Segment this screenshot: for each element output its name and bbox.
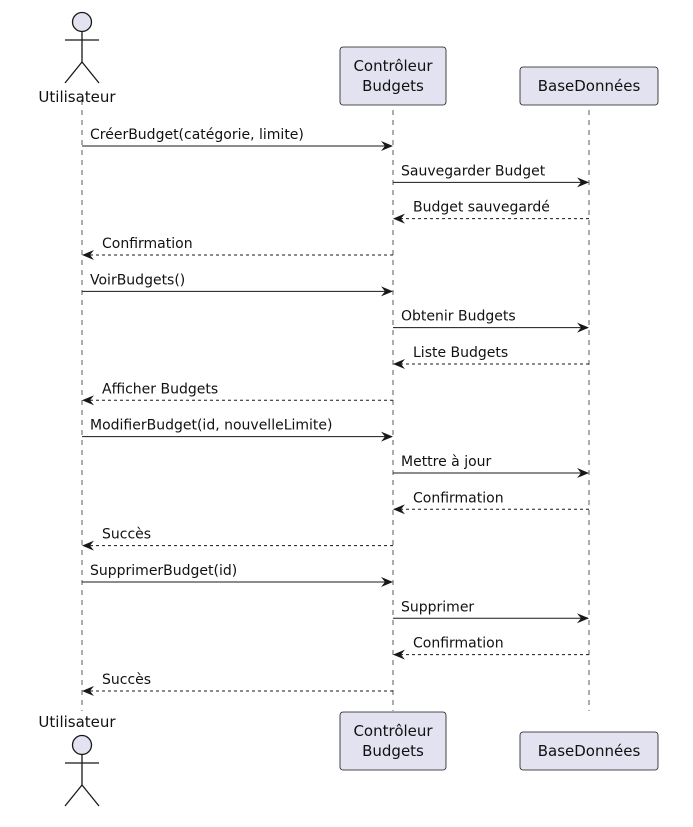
message-modifierbudget-id-nouvellelimite: ModifierBudget(id, nouvelleLimite): [82, 418, 393, 442]
message-supprimer: Supprimer: [393, 599, 589, 624]
participant-label: Budgets: [362, 742, 424, 760]
message-mettre-a-jour: Mettre à jour: [393, 454, 589, 478]
message-label: Supprimer: [401, 599, 474, 615]
message-label: VoirBudgets(): [90, 272, 185, 288]
message-label: Mettre à jour: [401, 454, 492, 470]
participant-box: [339, 711, 447, 771]
message-confirmation: Confirmation: [82, 236, 393, 260]
message-label: Confirmation: [102, 236, 193, 252]
participant-basedonnees-top: BaseDonnées: [519, 66, 659, 106]
participant-label: Contrôleur: [353, 722, 433, 740]
message-budget-sauvegarde: Budget sauvegardé: [393, 200, 589, 224]
message-supprimerbudget-id: SupprimerBudget(id): [82, 563, 393, 587]
message-label: Succès: [102, 672, 151, 688]
participant-label: Contrôleur: [353, 57, 433, 75]
message-label: CréerBudget(catégorie, limite): [90, 127, 304, 143]
message-label: Liste Budgets: [413, 345, 508, 361]
participants: UtilisateurUtilisateurContrôleurBudgetsC…: [38, 11, 659, 807]
actor-utilisateur-bottom: Utilisateur: [38, 713, 116, 807]
message-succes: Succès: [82, 527, 393, 551]
message-confirmation: Confirmation: [393, 636, 589, 660]
actor-icon: [64, 734, 100, 807]
participant-label: BaseDonnées: [538, 742, 641, 760]
actor-icon: [64, 11, 100, 84]
message-succes: Succès: [82, 672, 393, 696]
participant-basedonnees-bottom: BaseDonnées: [519, 731, 659, 771]
message-label: Budget sauvegardé: [413, 200, 550, 216]
message-afficher-budgets: Afficher Budgets: [82, 381, 393, 406]
participant-label: Budgets: [362, 77, 424, 95]
message-creerbudget-categorie-limite: CréerBudget(catégorie, limite): [82, 127, 393, 151]
participant-label: BaseDonnées: [538, 77, 641, 95]
message-confirmation: Confirmation: [393, 490, 589, 515]
message-label: Obtenir Budgets: [401, 309, 516, 325]
lifelines: [81, 100, 590, 711]
message-label: SupprimerBudget(id): [90, 563, 237, 579]
messages: CréerBudget(catégorie, limite) Sauvegarde…: [82, 127, 589, 696]
message-label: Afficher Budgets: [102, 381, 218, 397]
participant-box: [519, 66, 659, 106]
actor-utilisateur-top: Utilisateur: [38, 11, 116, 106]
message-label: ModifierBudget(id, nouvelleLimite): [90, 418, 332, 434]
message-label: Succès: [102, 527, 151, 543]
participant-box: [519, 731, 659, 771]
actor-label: Utilisateur: [38, 713, 116, 731]
message-label: Confirmation: [413, 490, 504, 506]
message-liste-budgets: Liste Budgets: [393, 345, 589, 369]
participant-box: [339, 46, 447, 106]
message-label: Sauvegarder Budget: [401, 163, 546, 179]
message-label: Confirmation: [413, 636, 504, 652]
message-obtenir-budgets: Obtenir Budgets: [393, 309, 589, 333]
message-sauvegarder-budget: Sauvegarder Budget: [393, 163, 589, 188]
message-voirbudgets: VoirBudgets(): [82, 272, 393, 297]
actor-label: Utilisateur: [38, 88, 116, 106]
